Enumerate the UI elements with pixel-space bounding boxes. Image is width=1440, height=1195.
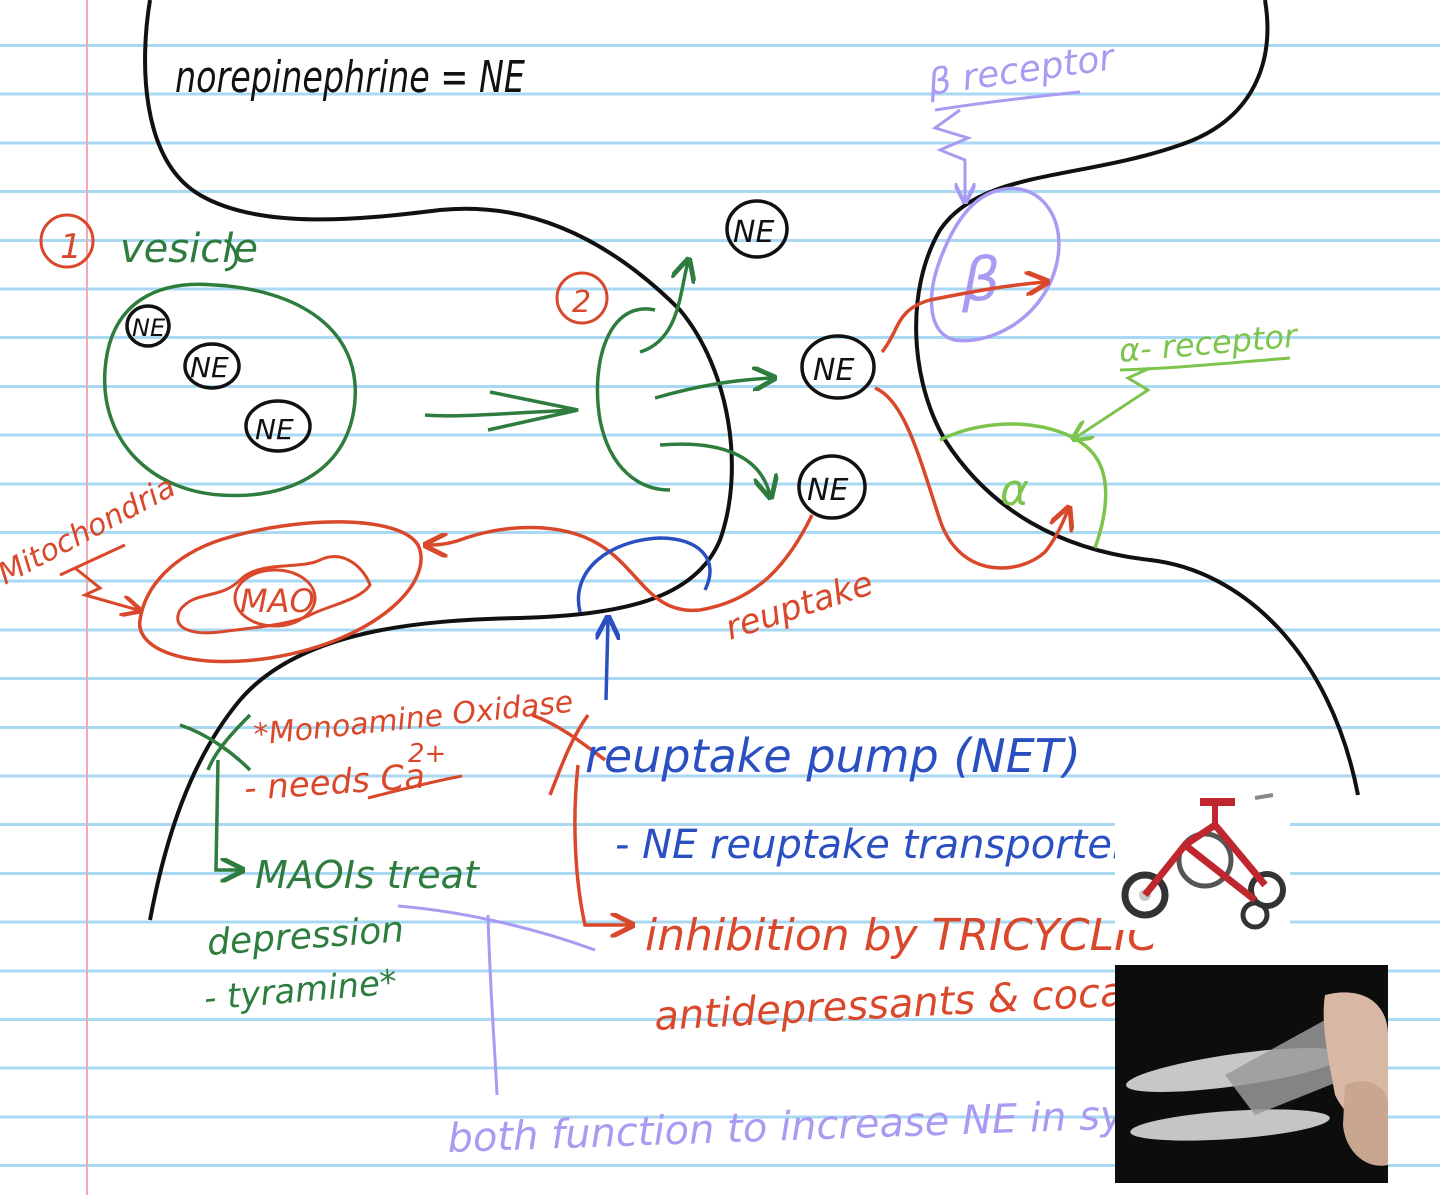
ne-to-alpha-arrow xyxy=(874,386,1068,570)
ne-molecule-label: NE xyxy=(813,353,854,388)
step1-circle xyxy=(39,213,95,269)
inhibition-connector xyxy=(573,764,630,925)
ne-transporter-label: - NE reuptake transporter xyxy=(615,822,1131,868)
vesicle-label: vesicle xyxy=(120,226,258,272)
mitochondria-inner xyxy=(176,555,372,635)
tyramine-label: - tyramine* xyxy=(202,962,398,1019)
diagram-title: norepinephrine = NE xyxy=(175,52,525,103)
mitochondria-label: Mitochondria xyxy=(0,469,181,592)
vesicle-outline xyxy=(102,282,357,498)
alpha-symbol: α xyxy=(1000,465,1029,516)
maois-label: MAOIs treat xyxy=(255,853,481,897)
alpha-receptor-label: α- receptor xyxy=(1117,316,1300,370)
beta-receptor-pointer xyxy=(931,108,968,200)
ne-molecule-label: NE xyxy=(807,473,848,508)
mao-label: MAO xyxy=(240,582,315,620)
ne-molecule-label: NE xyxy=(733,215,774,250)
both-bracket xyxy=(397,904,596,1096)
ne-molecule xyxy=(244,399,312,453)
reuptake-label: reuptake xyxy=(720,563,878,648)
pump-pointer-arrow xyxy=(606,620,608,701)
mitochondria-outer xyxy=(138,520,423,664)
vesicle-move-arrow xyxy=(424,390,579,432)
ne-molecule-label: NE xyxy=(255,413,294,446)
mitochondria-pointer xyxy=(74,566,138,610)
beta-receptor xyxy=(929,186,1061,343)
ne-molecule-label: NE xyxy=(190,351,229,384)
vesicle-label-underline xyxy=(224,238,238,272)
mao-circle xyxy=(233,568,317,628)
maois-connector xyxy=(214,759,240,870)
release-arrow-low xyxy=(659,442,770,495)
tricycle-photo xyxy=(1115,790,1290,930)
margin-line xyxy=(86,0,88,1195)
ne-molecule xyxy=(800,334,876,400)
needs-ca-label: - needs Ca xyxy=(243,756,426,809)
release-arrow-up xyxy=(639,262,688,354)
alpha-receptor-pointer xyxy=(1075,366,1151,438)
block-x-mao xyxy=(179,713,252,772)
ne-molecule xyxy=(725,199,789,259)
cocaine-photo xyxy=(1115,965,1388,1183)
ca-charge: 2+ xyxy=(408,739,446,769)
ne-molecule xyxy=(797,454,867,520)
inhibition-label: inhibition by TRICYCLIC xyxy=(645,910,1158,961)
step1-number: 1 xyxy=(60,227,82,267)
needs-ca-underline xyxy=(367,774,463,800)
release-arrow-mid xyxy=(654,378,772,400)
step2-circle xyxy=(555,271,609,325)
reuptake-pump xyxy=(576,536,712,613)
ne-to-beta-arrow xyxy=(880,282,1045,354)
block-x-pump xyxy=(531,713,607,796)
ne-molecule-label: NE xyxy=(132,314,166,342)
beta-symbol: β xyxy=(961,245,1000,315)
ne-molecule xyxy=(125,304,171,348)
mitochondria-underline xyxy=(59,543,126,577)
reuptake-path xyxy=(428,514,814,612)
beta-receptor-underline xyxy=(934,90,1081,112)
neuron-top-membrane xyxy=(914,0,1360,796)
reuptake-pump-label: reuptake pump (NET) xyxy=(585,729,1081,783)
beta-receptor-label: β receptor xyxy=(925,37,1119,104)
ne-molecule xyxy=(183,342,241,390)
fusing-vesicle xyxy=(595,307,671,492)
step2-number: 2 xyxy=(572,285,591,320)
alpha-receptor-underline xyxy=(1119,356,1291,372)
depression-label: depression xyxy=(206,909,406,964)
alpha-receptor xyxy=(939,422,1108,549)
presynaptic-membrane xyxy=(143,0,734,921)
